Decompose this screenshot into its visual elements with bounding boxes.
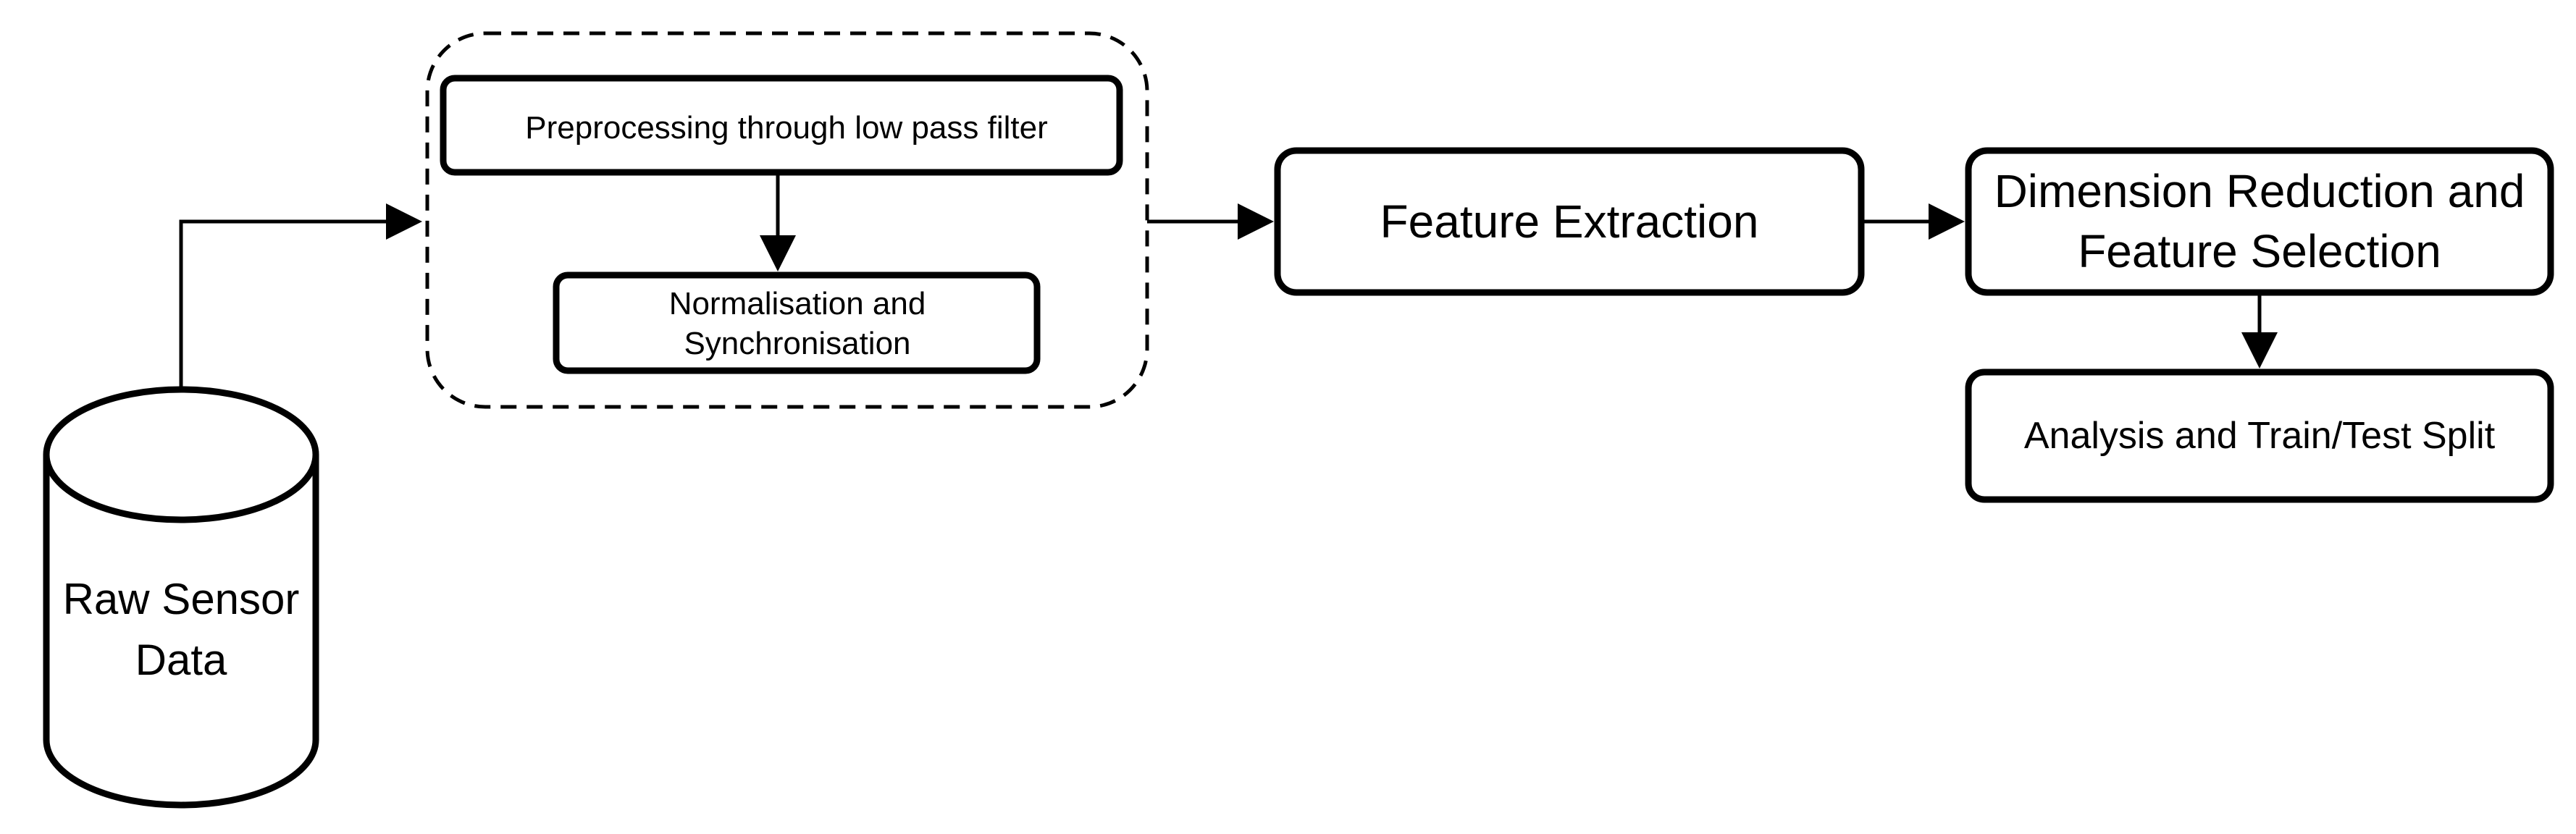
analysis-label: Analysis and Train/Test Split	[2023, 414, 2496, 457]
raw-data-cylinder	[43, 386, 319, 809]
dimension-reduction-label: Dimension Reduction and Feature Selectio…	[1994, 164, 2525, 277]
feature-extraction-label: Feature Extraction	[1380, 195, 1759, 248]
preprocessing-label: Preprocessing through low pass filter	[525, 109, 1048, 146]
analysis-box	[1965, 368, 2554, 503]
normalisation-box	[553, 271, 1041, 374]
preprocessing-box	[440, 75, 1123, 176]
raw-data-label: Raw Sensor Data	[62, 575, 300, 684]
normalisation-label: Normalisation and Synchronisation	[668, 286, 926, 361]
edge-raw-to-preprocessing	[179, 203, 422, 389]
